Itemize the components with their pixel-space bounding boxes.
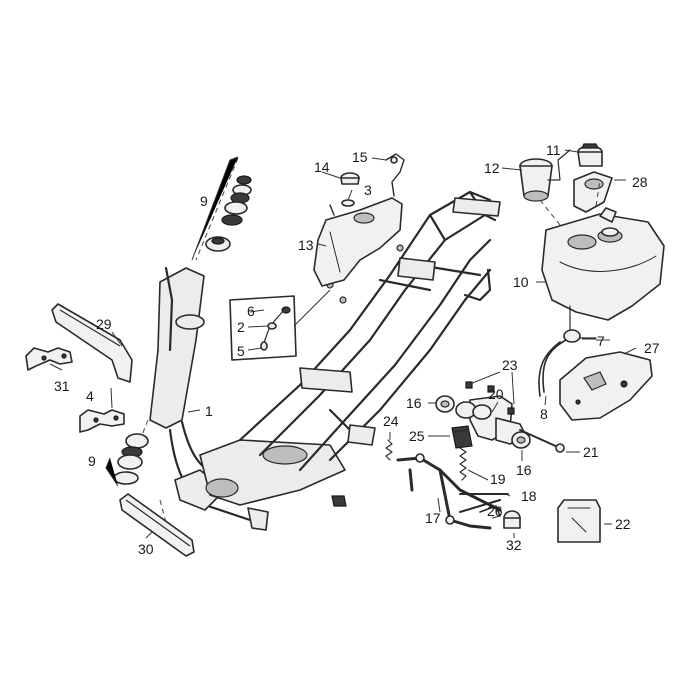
callout-9-lower: 9: [88, 453, 96, 469]
centre-stand-17: [396, 453, 502, 530]
callout-19: 19: [490, 471, 506, 487]
callout-31: 31: [54, 378, 70, 394]
washer-3: [341, 199, 355, 207]
callout-2: 2: [237, 319, 245, 335]
inset-box-6-2-5: [229, 289, 331, 361]
steering-bearing-set-upper: [191, 156, 252, 261]
hook-15: [385, 153, 405, 197]
callout-24: 24: [383, 413, 399, 429]
cover-28: [573, 171, 613, 213]
bush-16-right: [511, 431, 531, 449]
callout-22: 22: [615, 516, 631, 532]
fuel-tank-10: [541, 179, 665, 321]
callout-20: 20: [488, 386, 504, 402]
crossbar-30: [119, 493, 195, 557]
callout-18: 18: [521, 488, 537, 504]
callout-27: 27: [644, 340, 660, 356]
bracket-29: [51, 303, 133, 383]
kit-bag-22: [557, 499, 601, 543]
callout-14: 14: [314, 159, 330, 175]
mudguard-13: [313, 197, 403, 287]
cap-14: [340, 172, 360, 185]
callout-30: 30: [138, 541, 154, 557]
callout-6: 6: [247, 303, 255, 319]
fuel-cap-11: [577, 143, 603, 167]
cover-27: [559, 351, 653, 421]
callout-21: 21: [583, 444, 599, 460]
callout-26: 26: [487, 503, 503, 519]
bush-32: [503, 510, 521, 529]
callout-32: 32: [506, 537, 522, 553]
callout-labels: 1 2 3 4 5 6 7 8 9 9 10 11 12 13 14 15 16…: [54, 142, 660, 557]
fuel-tap-7: [563, 305, 597, 343]
callout-29: 29: [96, 316, 112, 332]
callout-28: 28: [632, 174, 648, 190]
callout-4: 4: [86, 388, 94, 404]
callout-23: 23: [502, 357, 518, 373]
callout-5: 5: [237, 343, 245, 359]
bolt-small: [329, 204, 335, 216]
steering-bearing-set-lower: [105, 433, 149, 487]
callout-16-right: 16: [516, 462, 532, 478]
callout-3: 3: [364, 182, 372, 198]
bush-26: [479, 505, 501, 517]
callout-1: 1: [205, 403, 213, 419]
bush-16-left: [435, 395, 455, 413]
bolt-21: [519, 429, 565, 453]
callout-12: 12: [484, 160, 500, 176]
spring-24: [385, 439, 393, 461]
callout-7: 7: [597, 333, 605, 349]
fuel-hose-8: [538, 339, 567, 397]
callout-8: 8: [540, 406, 548, 422]
callout-9-upper: 9: [200, 193, 208, 209]
rubber-block-25: [451, 425, 473, 449]
callout-25: 25: [409, 428, 425, 444]
callout-11: 11: [546, 142, 561, 158]
main-frame: [149, 190, 501, 531]
nuts-23: [465, 381, 515, 415]
grip-12: [519, 149, 571, 226]
bracket-31: [25, 347, 73, 371]
bracket-4: [79, 409, 125, 433]
steering-axis-line: [195, 157, 239, 261]
callout-10: 10: [513, 274, 529, 290]
leader-lines: [49, 149, 637, 539]
callout-15: 15: [352, 149, 368, 165]
callout-16-left: 16: [406, 395, 422, 411]
callout-17: 17: [425, 510, 441, 526]
callout-13: 13: [298, 237, 314, 253]
